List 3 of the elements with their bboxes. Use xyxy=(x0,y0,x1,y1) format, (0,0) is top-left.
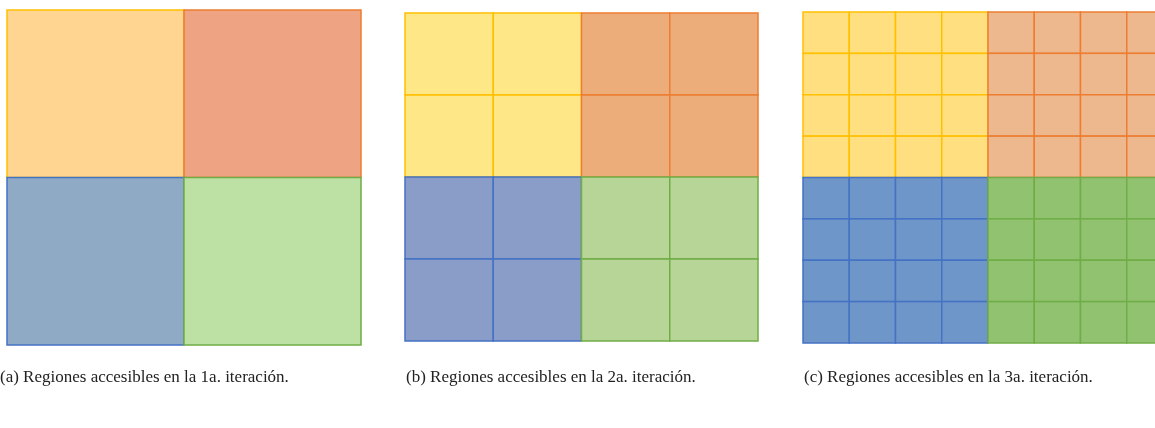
figure-caption: (a) Regiones accesibles en la 1a. iteración. xyxy=(0,366,290,388)
figure-caption: (b) Regiones accesibles en la 2a. iteración. xyxy=(406,366,697,388)
figure-caption: (c) Regiones accesibles en la 3a. iteración. xyxy=(804,366,1094,388)
